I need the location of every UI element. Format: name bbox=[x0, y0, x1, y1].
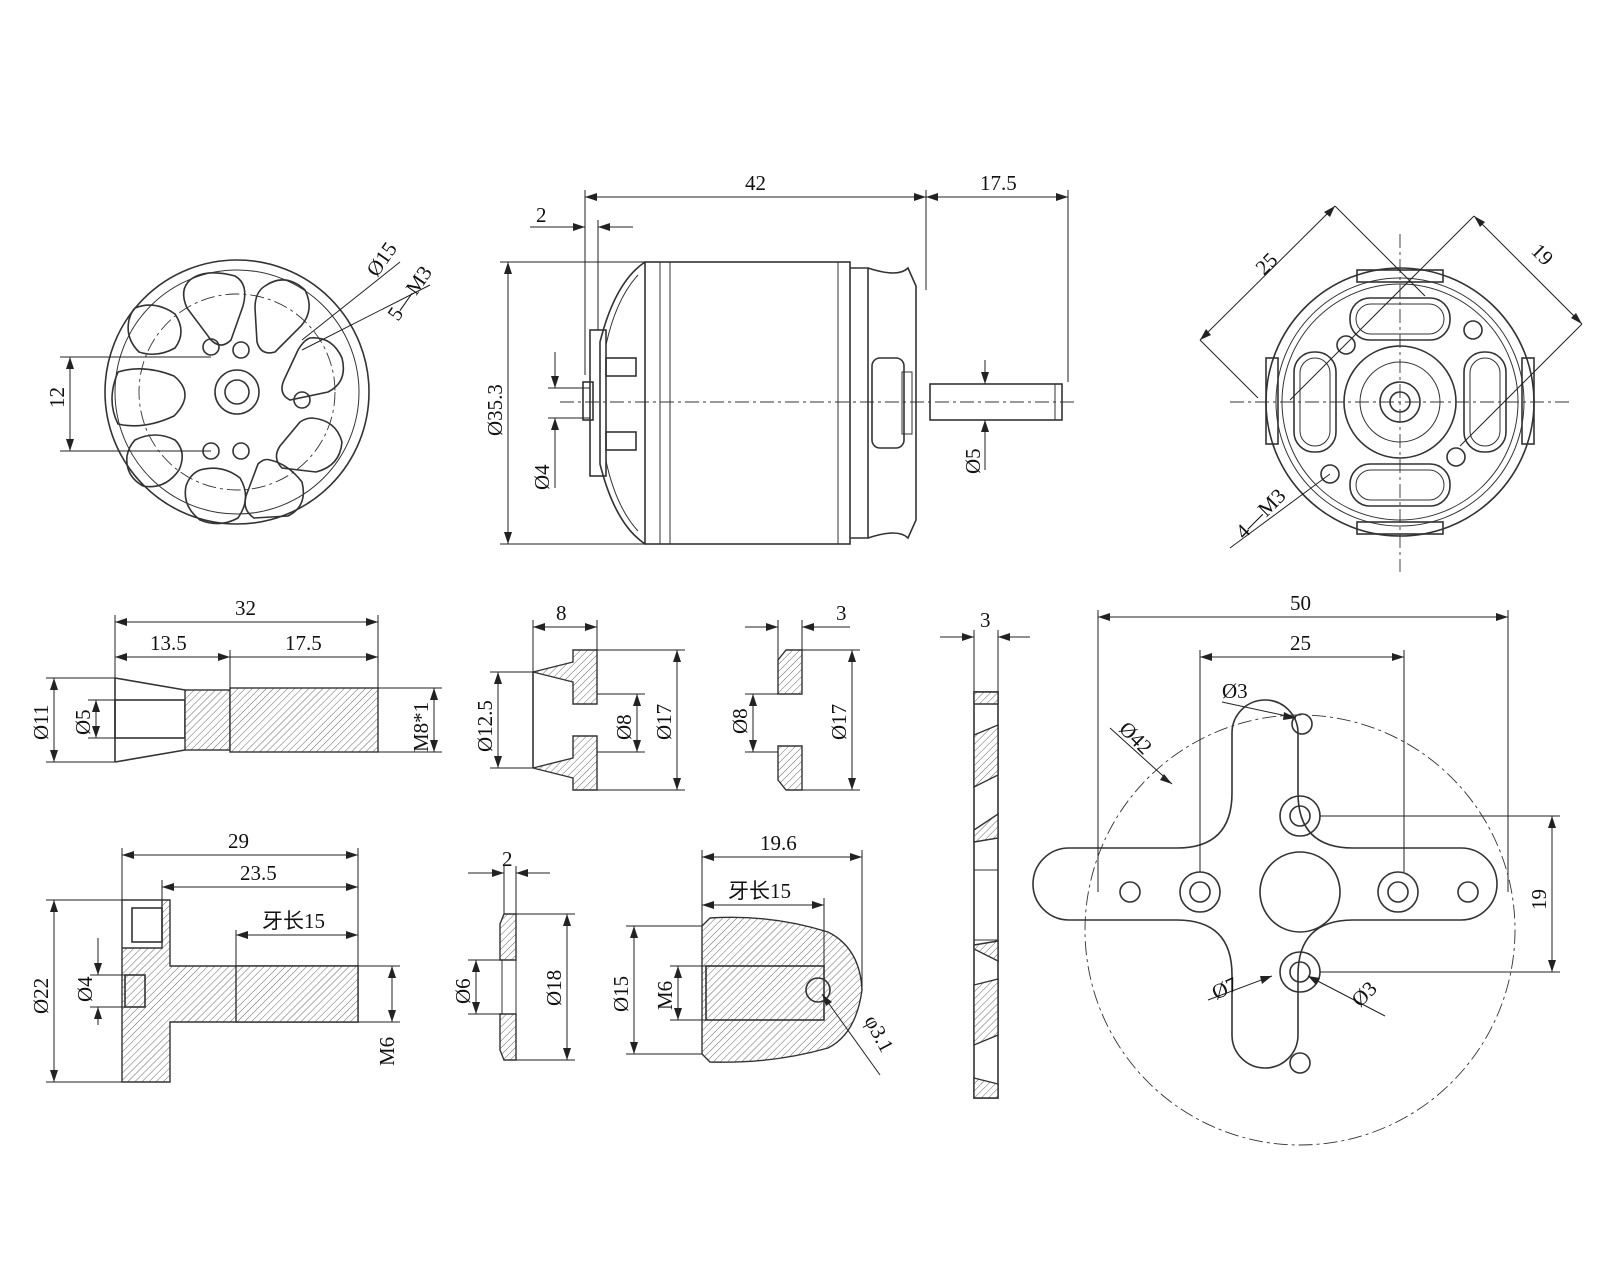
front-vents bbox=[111, 272, 345, 525]
adapter-m6-thread-label: M6 bbox=[375, 1037, 399, 1066]
mount-hole-top-label: Ø3 bbox=[1222, 679, 1248, 703]
front-bolt-circle-label: Ø15 bbox=[361, 237, 401, 280]
front-view: 12 Ø15 5—M3 bbox=[45, 237, 437, 525]
adapter-m6-od-label: Ø22 bbox=[29, 978, 53, 1014]
washer-3-d2-label: Ø17 bbox=[827, 704, 851, 740]
spinner-thread-label: M6 bbox=[653, 981, 677, 1010]
mount-offset-label: 19 bbox=[1527, 889, 1551, 910]
adapter-m6: 29 23.5 牙长15 Ø22 Ø4 M6 bbox=[29, 829, 400, 1083]
cone-washer-d2-label: Ø8 bbox=[612, 714, 636, 740]
washer-2: 2 Ø6 Ø18 bbox=[451, 847, 575, 1061]
cross-mount: 50 25 Ø3 Ø42 19 Ø7 Ø3 bbox=[1032, 591, 1560, 1146]
washer-3-width-label: 3 bbox=[836, 601, 847, 625]
plate-thickness-label: 3 bbox=[980, 608, 991, 632]
adapter-m6-thread-len-label: 牙长15 bbox=[262, 909, 325, 933]
washer-3-d1-label: Ø8 bbox=[728, 708, 752, 734]
mount-circle-label: Ø42 bbox=[1114, 717, 1157, 760]
washer-3: 3 Ø8 Ø17 bbox=[728, 601, 860, 791]
spinner-nut: 19.6 牙长15 Ø15 M6 φ3.1 bbox=[609, 831, 899, 1076]
adapter-m6-bore-label: Ø4 bbox=[73, 976, 97, 1002]
plate-side: 3 bbox=[940, 608, 1030, 1099]
side-rear-shaft-label: Ø4 bbox=[530, 464, 554, 490]
adapter-m8-seg-b-label: 17.5 bbox=[285, 631, 322, 655]
side-shaft-ext-label: 17.5 bbox=[980, 171, 1017, 195]
spinner-od-label: Ø15 bbox=[609, 976, 633, 1012]
rear-view: 25 19 4—M3 bbox=[1199, 205, 1583, 572]
adapter-m8-seg-a-label: 13.5 bbox=[150, 631, 187, 655]
washer-2-width-label: 2 bbox=[502, 847, 513, 871]
mount-center-label: Ø7 bbox=[1208, 972, 1241, 1005]
washer-2-d2-label: Ø18 bbox=[542, 970, 566, 1006]
mount-span-inner-label: 25 bbox=[1290, 631, 1311, 655]
side-flange-label: 2 bbox=[536, 203, 547, 227]
adapter-m8: 32 13.5 17.5 Ø11 Ø5 M8*1 bbox=[29, 596, 442, 763]
rear-pitch-b-label: 19 bbox=[1526, 239, 1558, 271]
cone-washer-d1-label: Ø12.5 bbox=[473, 700, 497, 752]
side-view: 42 17.5 2 Ø35.3 Ø4 Ø5 bbox=[483, 171, 1075, 545]
rear-pitch-a-label: 25 bbox=[1251, 248, 1283, 280]
mount-span-outer-label: 50 bbox=[1290, 591, 1311, 615]
adapter-m8-bore-label: Ø5 bbox=[71, 709, 95, 735]
side-diameter-label: Ø35.3 bbox=[483, 384, 507, 436]
mount-hole-bottom-label: Ø3 bbox=[1347, 976, 1382, 1011]
spinner-thread-len-label: 牙长15 bbox=[728, 879, 791, 903]
washer-2-d1-label: Ø6 bbox=[451, 978, 475, 1004]
adapter-m8-thread-label: M8*1 bbox=[409, 702, 433, 752]
cone-washer: 8 Ø12.5 Ø8 Ø17 bbox=[473, 601, 685, 791]
adapter-m8-length-label: 32 bbox=[235, 596, 256, 620]
side-shaft-label: Ø5 bbox=[961, 448, 985, 474]
side-length-label: 42 bbox=[745, 171, 766, 195]
adapter-m6-length-label: 29 bbox=[228, 829, 249, 853]
front-spacing-label: 12 bbox=[45, 387, 69, 408]
adapter-m6-seg-label: 23.5 bbox=[240, 861, 277, 885]
spinner-length-label: 19.6 bbox=[760, 831, 797, 855]
front-holes-label: 5—M3 bbox=[382, 261, 436, 324]
rear-holes-label: 4—M3 bbox=[1231, 484, 1291, 544]
spinner-hole-label: φ3.1 bbox=[860, 1011, 899, 1056]
cone-washer-width-label: 8 bbox=[556, 601, 567, 625]
cone-washer-d3-label: Ø17 bbox=[652, 704, 676, 740]
adapter-m8-od-label: Ø11 bbox=[29, 705, 53, 740]
